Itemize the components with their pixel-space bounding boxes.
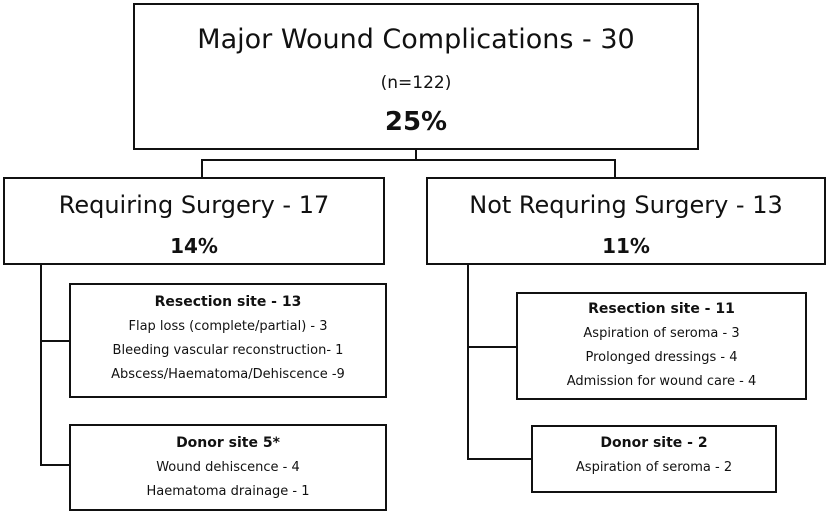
- right-donor-item: Aspiration of seroma - 2: [575, 460, 733, 475]
- not-requiring-surgery-box: Not Requring Surgery - 13 11%: [426, 177, 826, 265]
- left-donor-item: Haematoma drainage - 1: [146, 484, 310, 499]
- right-donor-site-box: Donor site - 2 Aspiration of seroma - 2: [531, 425, 777, 493]
- major-wound-complications-box: Major Wound Complications - 30 (n=122) 2…: [133, 3, 699, 150]
- right-donor-header: Donor site - 2: [600, 435, 708, 451]
- left-donor-site-box: Donor site 5* Wound dehiscence - 4 Haema…: [69, 424, 387, 511]
- connector-left-trunk: [40, 264, 42, 466]
- connector-right-resection: [467, 346, 517, 348]
- connector-left-donor: [40, 464, 70, 466]
- right-title: Not Requring Surgery - 13: [469, 191, 783, 219]
- right-resection-site-box: Resection site - 11 Aspiration of seroma…: [516, 292, 807, 400]
- right-resection-item: Prolonged dressings - 4: [585, 350, 738, 365]
- requiring-surgery-box: Requiring Surgery - 17 14%: [3, 177, 385, 265]
- right-percent: 11%: [602, 234, 650, 258]
- left-donor-header: Donor site 5*: [176, 435, 280, 451]
- connector-right-trunk: [467, 264, 469, 460]
- left-resection-item: Flap loss (complete/partial) - 3: [128, 319, 328, 334]
- connector-right-drop: [614, 159, 616, 178]
- right-resection-header: Resection site - 11: [588, 301, 735, 317]
- connector-left-resection: [40, 340, 70, 342]
- left-resection-header: Resection site - 13: [154, 294, 302, 310]
- left-title: Requiring Surgery - 17: [58, 191, 330, 219]
- left-resection-item: Abscess/Haematoma/Dehiscence -9: [111, 367, 345, 382]
- top-percent: 25%: [384, 107, 448, 137]
- right-resection-item: Aspiration of seroma - 3: [583, 326, 740, 341]
- left-resection-item: Bleeding vascular reconstruction- 1: [112, 343, 344, 358]
- left-donor-item: Wound dehiscence - 4: [156, 460, 300, 475]
- connector-right-donor: [467, 458, 532, 460]
- connector-top-branch: [201, 159, 616, 161]
- right-resection-item: Admission for wound care - 4: [566, 374, 757, 389]
- left-resection-site-box: Resection site - 13 Flap loss (complete/…: [69, 283, 387, 398]
- connector-top-stem: [415, 149, 417, 161]
- top-n: (n=122): [380, 73, 452, 93]
- connector-left-drop: [201, 159, 203, 178]
- left-percent: 14%: [170, 234, 218, 258]
- top-title: Major Wound Complications - 30: [197, 24, 635, 55]
